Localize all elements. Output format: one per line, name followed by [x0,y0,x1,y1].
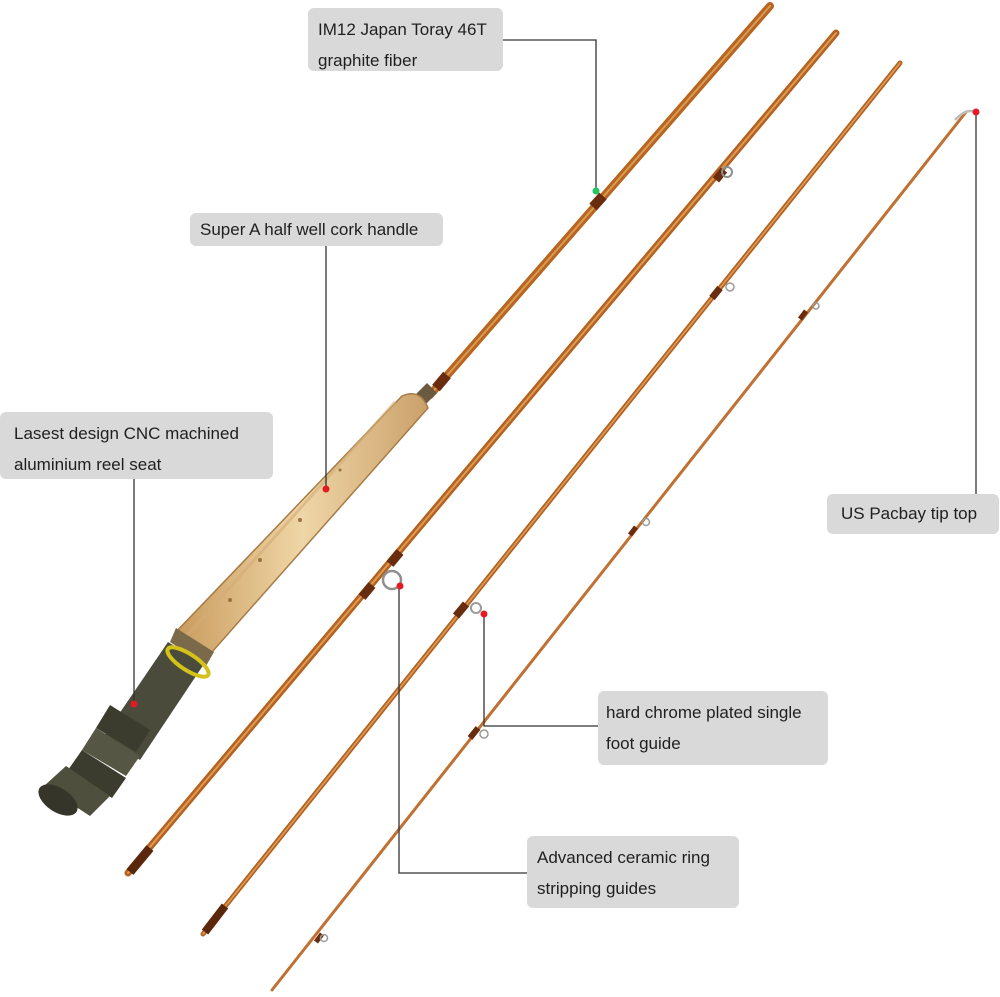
ceramic-stripping-guide [381,166,733,591]
callout-cork-handle: Super A half well cork handle [190,213,443,246]
rod-section-2 [124,29,840,877]
callout-chrome-guide: hard chrome plated single foot guide [598,691,828,765]
reel-seat [38,642,211,816]
callout-reel-line2: aluminium reel seat [14,455,162,474]
callout-ceramic-line1: Advanced ceramic ring [537,848,710,867]
rod-section-3 [200,60,903,937]
dot-reel [130,700,138,708]
callout-graphite-fiber: IM12 Japan Toray 46T graphite fiber [308,8,503,71]
leader-fiber [503,39,597,190]
rod-section-butt [413,2,774,407]
callout-handle-line1: Super A half well cork handle [200,220,419,239]
rod-section-tip [270,110,968,992]
dot-handle [322,485,330,493]
callout-chrome-line2: foot guide [606,734,681,753]
callout-fiber-line2: graphite fiber [318,51,418,70]
callout-tiptop-line1: US Pacbay tip top [841,504,978,523]
leader-chrome [483,614,598,727]
callout-dots [130,108,980,708]
callout-fiber-line1: IM12 Japan Toray 46T [318,20,487,39]
dot-tiptop [972,108,980,116]
callout-reel-seat: Lasest design CNC machined aluminium ree… [0,412,273,479]
callout-ceramic-guides: Advanced ceramic ring stripping guides [527,836,739,908]
callout-reel-line1: Lasest design CNC machined [14,424,239,443]
callout-chrome-line1: hard chrome plated single [606,703,802,722]
callout-ceramic-line2: stripping guides [537,879,657,898]
leader-lines [133,39,977,874]
leader-ceramic [398,586,527,874]
callout-tip-top: US Pacbay tip top [827,494,999,534]
dot-ceramic [396,582,404,590]
dot-chrome [480,610,488,618]
cork-handle [170,393,429,666]
dot-fiber [592,187,600,195]
